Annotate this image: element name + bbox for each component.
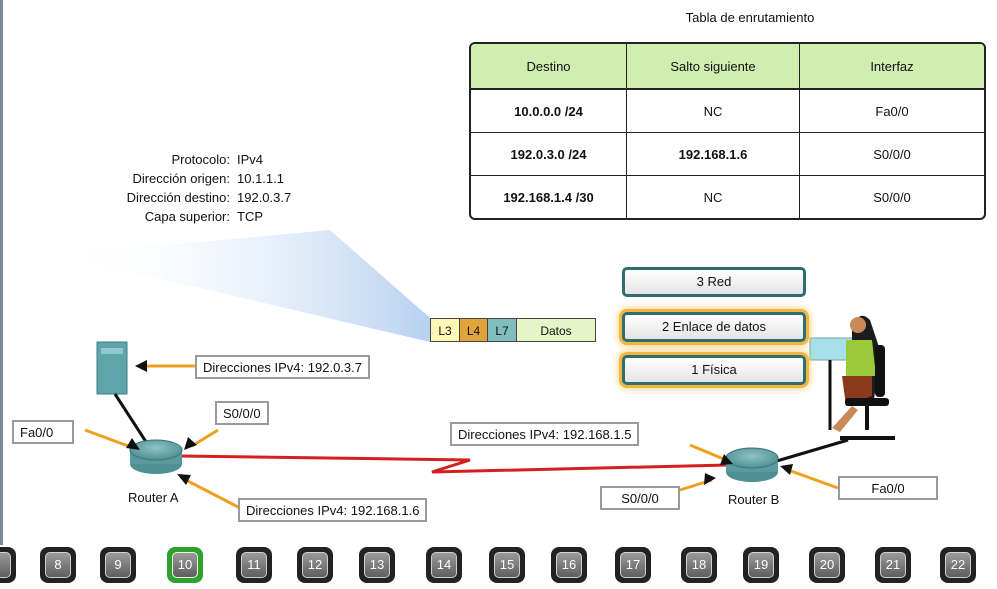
routerB-s0-label: S0/0/0	[600, 486, 680, 510]
routerB-ip-label: Direcciones IPv4: 192.168.1.5	[450, 422, 640, 446]
col-salto: Salto siguiente	[627, 44, 800, 90]
cell-salto: NC	[627, 176, 800, 218]
nav-label: 22	[945, 552, 971, 578]
router-a-name: Router A	[128, 490, 179, 505]
nav-button-8[interactable]: 8	[40, 547, 76, 583]
cell-interfaz: Fa0/0	[800, 90, 984, 133]
cell-destino: 192.0.3.0 /24	[471, 133, 627, 176]
server-link	[113, 393, 152, 449]
routing-table: Destino Salto siguiente Interfaz 10.0.0.…	[469, 42, 986, 220]
info-beam	[60, 230, 430, 342]
protocol-label: Protocolo:	[171, 152, 230, 167]
cell-interfaz: S0/0/0	[800, 133, 984, 176]
nav-button-11[interactable]: 11	[236, 547, 272, 583]
router-a-icon	[129, 439, 183, 474]
layer-3-red: 3 Red	[622, 267, 806, 297]
nav-button-15[interactable]: 15	[489, 547, 525, 583]
upper-value: TCP	[237, 209, 263, 224]
nav-button-12[interactable]: 12	[297, 547, 333, 583]
nav-label: 17	[620, 552, 646, 578]
nav-button-19[interactable]: 19	[743, 547, 779, 583]
serial-link	[179, 454, 729, 474]
dst-value: 192.0.3.7	[237, 190, 292, 205]
packet-l4: L4	[459, 318, 488, 342]
person-icon	[809, 315, 895, 440]
src-value: 10.1.1.1	[237, 171, 284, 186]
nav-label: 12	[302, 552, 328, 578]
nav-label: 11	[241, 552, 267, 578]
dst-label: Dirección destino:	[126, 190, 230, 205]
nav-button-10[interactable]: 10	[167, 547, 203, 583]
routerB-fa-label: Fa0/0	[838, 476, 938, 500]
nav-label: 14	[431, 552, 457, 578]
nav-label: 8	[45, 552, 71, 578]
callout-arrowheads	[126, 360, 793, 485]
left-border	[0, 0, 3, 545]
packet-l7: L7	[487, 318, 517, 342]
cell-salto: NC	[627, 90, 800, 133]
table-row: 192.0.3.0 /24 192.168.1.6 S0/0/0	[471, 133, 984, 176]
table-row: 10.0.0.0 /24 NC Fa0/0	[471, 90, 984, 133]
nav-label: 16	[556, 552, 582, 578]
packet-l3: L3	[430, 318, 460, 342]
protocol-value: IPv4	[237, 152, 264, 167]
nav-button-20[interactable]: 20	[809, 547, 845, 583]
nav-label: 10	[172, 552, 198, 578]
cell-destino: 192.168.1.4 /30	[471, 176, 627, 218]
nav-label: 13	[364, 552, 390, 578]
nav-button-16[interactable]: 16	[551, 547, 587, 583]
layer-2-enlace: 2 Enlace de datos	[622, 312, 806, 342]
routerB-pc-link	[769, 438, 849, 465]
cell-interfaz: S0/0/0	[873, 189, 911, 205]
col-destino: Destino	[471, 44, 627, 90]
packet-info: Protocolo: IPv4 Dirección origen: 10.1.1…	[50, 150, 310, 230]
router-b-name: Router B	[728, 492, 780, 507]
nav-label: 15	[494, 552, 520, 578]
nav-button-22[interactable]: 22	[940, 547, 976, 583]
nav-label: 20	[814, 552, 840, 578]
cell-destino: 10.0.0.0 /24	[471, 90, 627, 133]
nav-button-18[interactable]: 18	[681, 547, 717, 583]
nav-label: 18	[686, 552, 712, 578]
routing-table-header-row: Destino Salto siguiente Interfaz	[471, 44, 984, 90]
nav-label: 9	[105, 552, 131, 578]
layer-1-fisica: 1 Física	[622, 355, 806, 385]
server-ip-label: Direcciones IPv4: 192.0.3.7	[195, 355, 370, 379]
nav-label: 21	[880, 552, 906, 578]
server-icon	[96, 341, 128, 395]
nav-label: 19	[748, 552, 774, 578]
nav-button-9[interactable]: 9	[100, 547, 136, 583]
routerA-s0-label: S0/0/0	[215, 401, 269, 425]
cell-salto: 192.168.1.6	[627, 133, 800, 176]
nav-button-21[interactable]: 21	[875, 547, 911, 583]
table-row: 192.168.1.4 /30 NC S0/0/0	[471, 176, 984, 218]
routerA-ip-label: Direcciones IPv4: 192.168.1.6	[238, 498, 428, 522]
src-label: Dirección origen:	[132, 171, 230, 186]
routerA-fa-label: Fa0/0	[12, 420, 74, 444]
nav-button-14[interactable]: 14	[426, 547, 462, 583]
routing-table-title: Tabla de enrutamiento	[685, 10, 815, 25]
nav-button-17[interactable]: 17	[615, 547, 651, 583]
nav-button-partial[interactable]	[0, 547, 16, 583]
col-interfaz: Interfaz	[800, 44, 984, 90]
nav-button-13[interactable]: 13	[359, 547, 395, 583]
router-b-icon	[725, 447, 779, 482]
packet-data: Datos	[516, 318, 596, 342]
upper-label: Capa superior:	[144, 209, 230, 224]
